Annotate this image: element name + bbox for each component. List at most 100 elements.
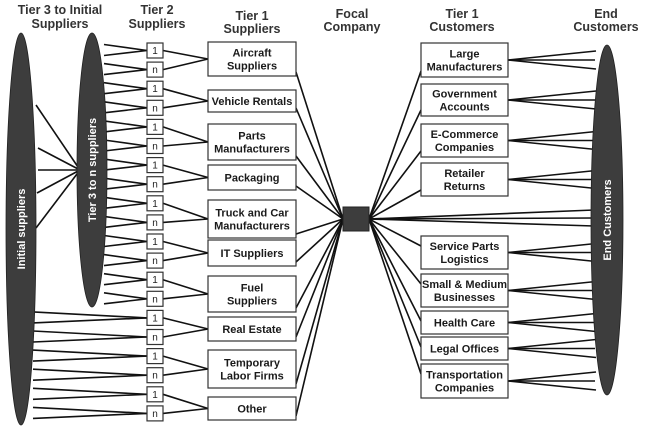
tier2-box-rect	[146, 252, 164, 269]
ellipse-to-tier2-line	[32, 317, 148, 324]
tier2-to-tier1-line	[162, 49, 209, 60]
tier2-box: 1	[146, 42, 164, 59]
tier1-customer-to-end-line	[507, 50, 597, 61]
tier1-supplier-to-focal-line	[295, 218, 344, 417]
ellipse-to-tier2-line	[103, 234, 148, 243]
tier1-supplier-box: Packaging	[207, 164, 297, 191]
tier1-supplier-label: Manufacturers	[214, 144, 290, 156]
tier2-box-rect	[146, 271, 164, 288]
header-line: Tier 1	[445, 7, 478, 21]
focal-to-tier1-customer-line	[368, 109, 422, 220]
tier2-box: 1	[146, 348, 164, 365]
focal-to-tier1-customer-line	[368, 218, 422, 375]
header-line: Focal	[336, 7, 369, 21]
tier1-customer-label: Small & Medium	[422, 279, 507, 291]
tier2-box-label: 1	[152, 199, 158, 210]
tier2-box-label: n	[152, 333, 158, 344]
tier2-box: 1	[146, 309, 164, 326]
tier1-customer-label: Legal Offices	[430, 344, 499, 356]
tier2-box: n	[146, 214, 164, 231]
ellipse-to-tier2-line	[32, 336, 148, 343]
header-line: Customers	[429, 20, 494, 34]
focal-to-tier1-customer-line	[368, 189, 422, 220]
ellipse-to-tier2-line	[32, 412, 148, 420]
header-end-customers: End Customers	[573, 7, 638, 34]
ellipse-to-tier2-line	[32, 406, 148, 415]
end-customers-label: End Customers	[602, 179, 614, 260]
tier1-supplier-rect	[207, 349, 297, 389]
tier1-customer-to-end-line	[507, 371, 597, 382]
tier2-to-tier1-line	[162, 278, 209, 295]
tier1-customer-label: Government	[432, 89, 497, 101]
tier1-customer-rect	[420, 83, 509, 117]
header-line: Company	[324, 20, 381, 34]
tier2-box-label: n	[152, 256, 158, 267]
tier2-box-rect	[146, 118, 164, 136]
header-tier2: Tier 2 Suppliers	[129, 3, 186, 31]
tier1-supplier-label: Aircraft	[232, 48, 271, 60]
tier1-supplier-to-focal-line	[295, 218, 344, 263]
tier1-supplier-rect	[207, 275, 297, 313]
tier2-to-tier1-line	[162, 252, 209, 262]
tier2-box: 1	[146, 233, 164, 250]
initial-to-tier3-line	[37, 147, 81, 171]
tier1-customer-to-end-line	[507, 338, 597, 350]
ellipse-to-tier2-line	[103, 43, 148, 52]
tier2-box: 1	[146, 157, 164, 174]
tier1-customer-to-end-line	[507, 242, 597, 254]
tier1-customer-rect	[420, 363, 509, 399]
tier1-supplier-to-focal-line	[295, 107, 344, 220]
tier1-supplier-label: Parts	[238, 131, 266, 143]
tier2-box-label: 1	[152, 122, 158, 133]
tier2-to-tier1-line	[162, 126, 209, 143]
header-line: Tier 2	[140, 3, 173, 17]
tier1-supplier-label: Suppliers	[227, 296, 277, 308]
tier2-box: 1	[146, 80, 164, 97]
header-line: Tier 3 to Initial	[18, 3, 103, 17]
tier1-supplier-label: Vehicle Rentals	[212, 96, 293, 108]
initial-to-tier3-line	[35, 104, 81, 171]
tier1-supplier-rect	[207, 316, 297, 342]
tier2-to-tier1-line	[162, 164, 209, 179]
tier1-supplier-label: Other	[237, 404, 267, 416]
header-line: Customers	[573, 20, 638, 34]
tier2-box-rect	[146, 195, 164, 212]
tier2-box: n	[146, 137, 164, 155]
ellipse-to-tier2-line	[103, 278, 148, 286]
tier1-supplier-rect	[207, 89, 297, 113]
tier1-customer-to-end-line	[507, 130, 597, 142]
focal-company-box	[342, 206, 370, 232]
tier2-box-rect	[146, 233, 164, 250]
ellipse-to-tier2-line	[103, 81, 148, 90]
tier2-box-label: n	[152, 142, 158, 153]
ellipse-to-tier2-line	[103, 202, 148, 210]
tier2-box-rect	[146, 309, 164, 326]
tier2-box: 1	[146, 271, 164, 288]
ellipse-to-tier2-line	[103, 221, 148, 229]
tier1-supplier-to-focal-line	[295, 155, 344, 220]
tier2-box-label: n	[152, 371, 158, 382]
ellipse-to-tier2-line	[103, 196, 148, 205]
tier1-supplier-box: Vehicle Rentals	[207, 89, 297, 113]
initial-to-tier3-line	[36, 169, 81, 194]
tier1-supplier-to-focal-line	[295, 218, 344, 385]
tier1-customer-rect	[420, 42, 509, 78]
tier2-to-tier1-line	[162, 355, 209, 370]
ellipse-to-tier2-line	[32, 330, 148, 338]
header-tier3-initial: Tier 3 to Initial Suppliers	[18, 3, 103, 31]
ellipse-to-tier2-line	[103, 215, 148, 224]
tier1-supplier-label: Labor Firms	[220, 371, 284, 383]
tier2-to-tier1-line	[162, 407, 209, 415]
tier2-box-rect	[146, 328, 164, 346]
tier1-customer-label: Retailer	[444, 168, 485, 180]
tier2-box-label: n	[152, 180, 158, 191]
ellipse-to-tier2-line	[103, 68, 148, 76]
tier2-box-label: 1	[152, 161, 158, 172]
header-line: Tier 1	[235, 9, 268, 23]
tier1-customer-label: Companies	[435, 142, 494, 154]
